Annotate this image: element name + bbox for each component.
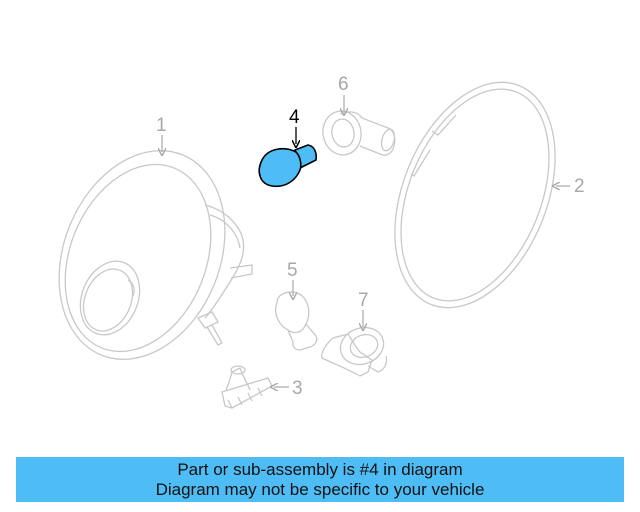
part-2-seal-ring[interactable] [364,59,586,332]
callout-label-1: 1 [156,115,167,136]
callout-label-5: 5 [287,260,298,281]
part-5-bulb[interactable] [274,291,318,351]
banner-line-part-number: Part or sub-assembly is #4 in diagram [177,460,463,479]
info-banner: Part or sub-assembly is #4 in diagram Di… [16,457,624,502]
banner-line-disclaimer: Diagram may not be specific to your vehi… [155,480,485,499]
callout-label-6: 6 [338,74,349,95]
part-1-headlamp-assembly[interactable] [29,126,255,385]
part-3-socket-cap[interactable] [221,365,273,409]
callout-label-7: 7 [358,290,369,311]
part-7-socket[interactable] [321,322,389,377]
callout-label-3: 3 [292,378,303,399]
part-6-socket[interactable] [319,108,396,158]
part-4-bulb-highlighted[interactable] [258,144,317,188]
callout-label-4: 4 [289,107,300,128]
callout-label-2: 2 [574,176,585,197]
